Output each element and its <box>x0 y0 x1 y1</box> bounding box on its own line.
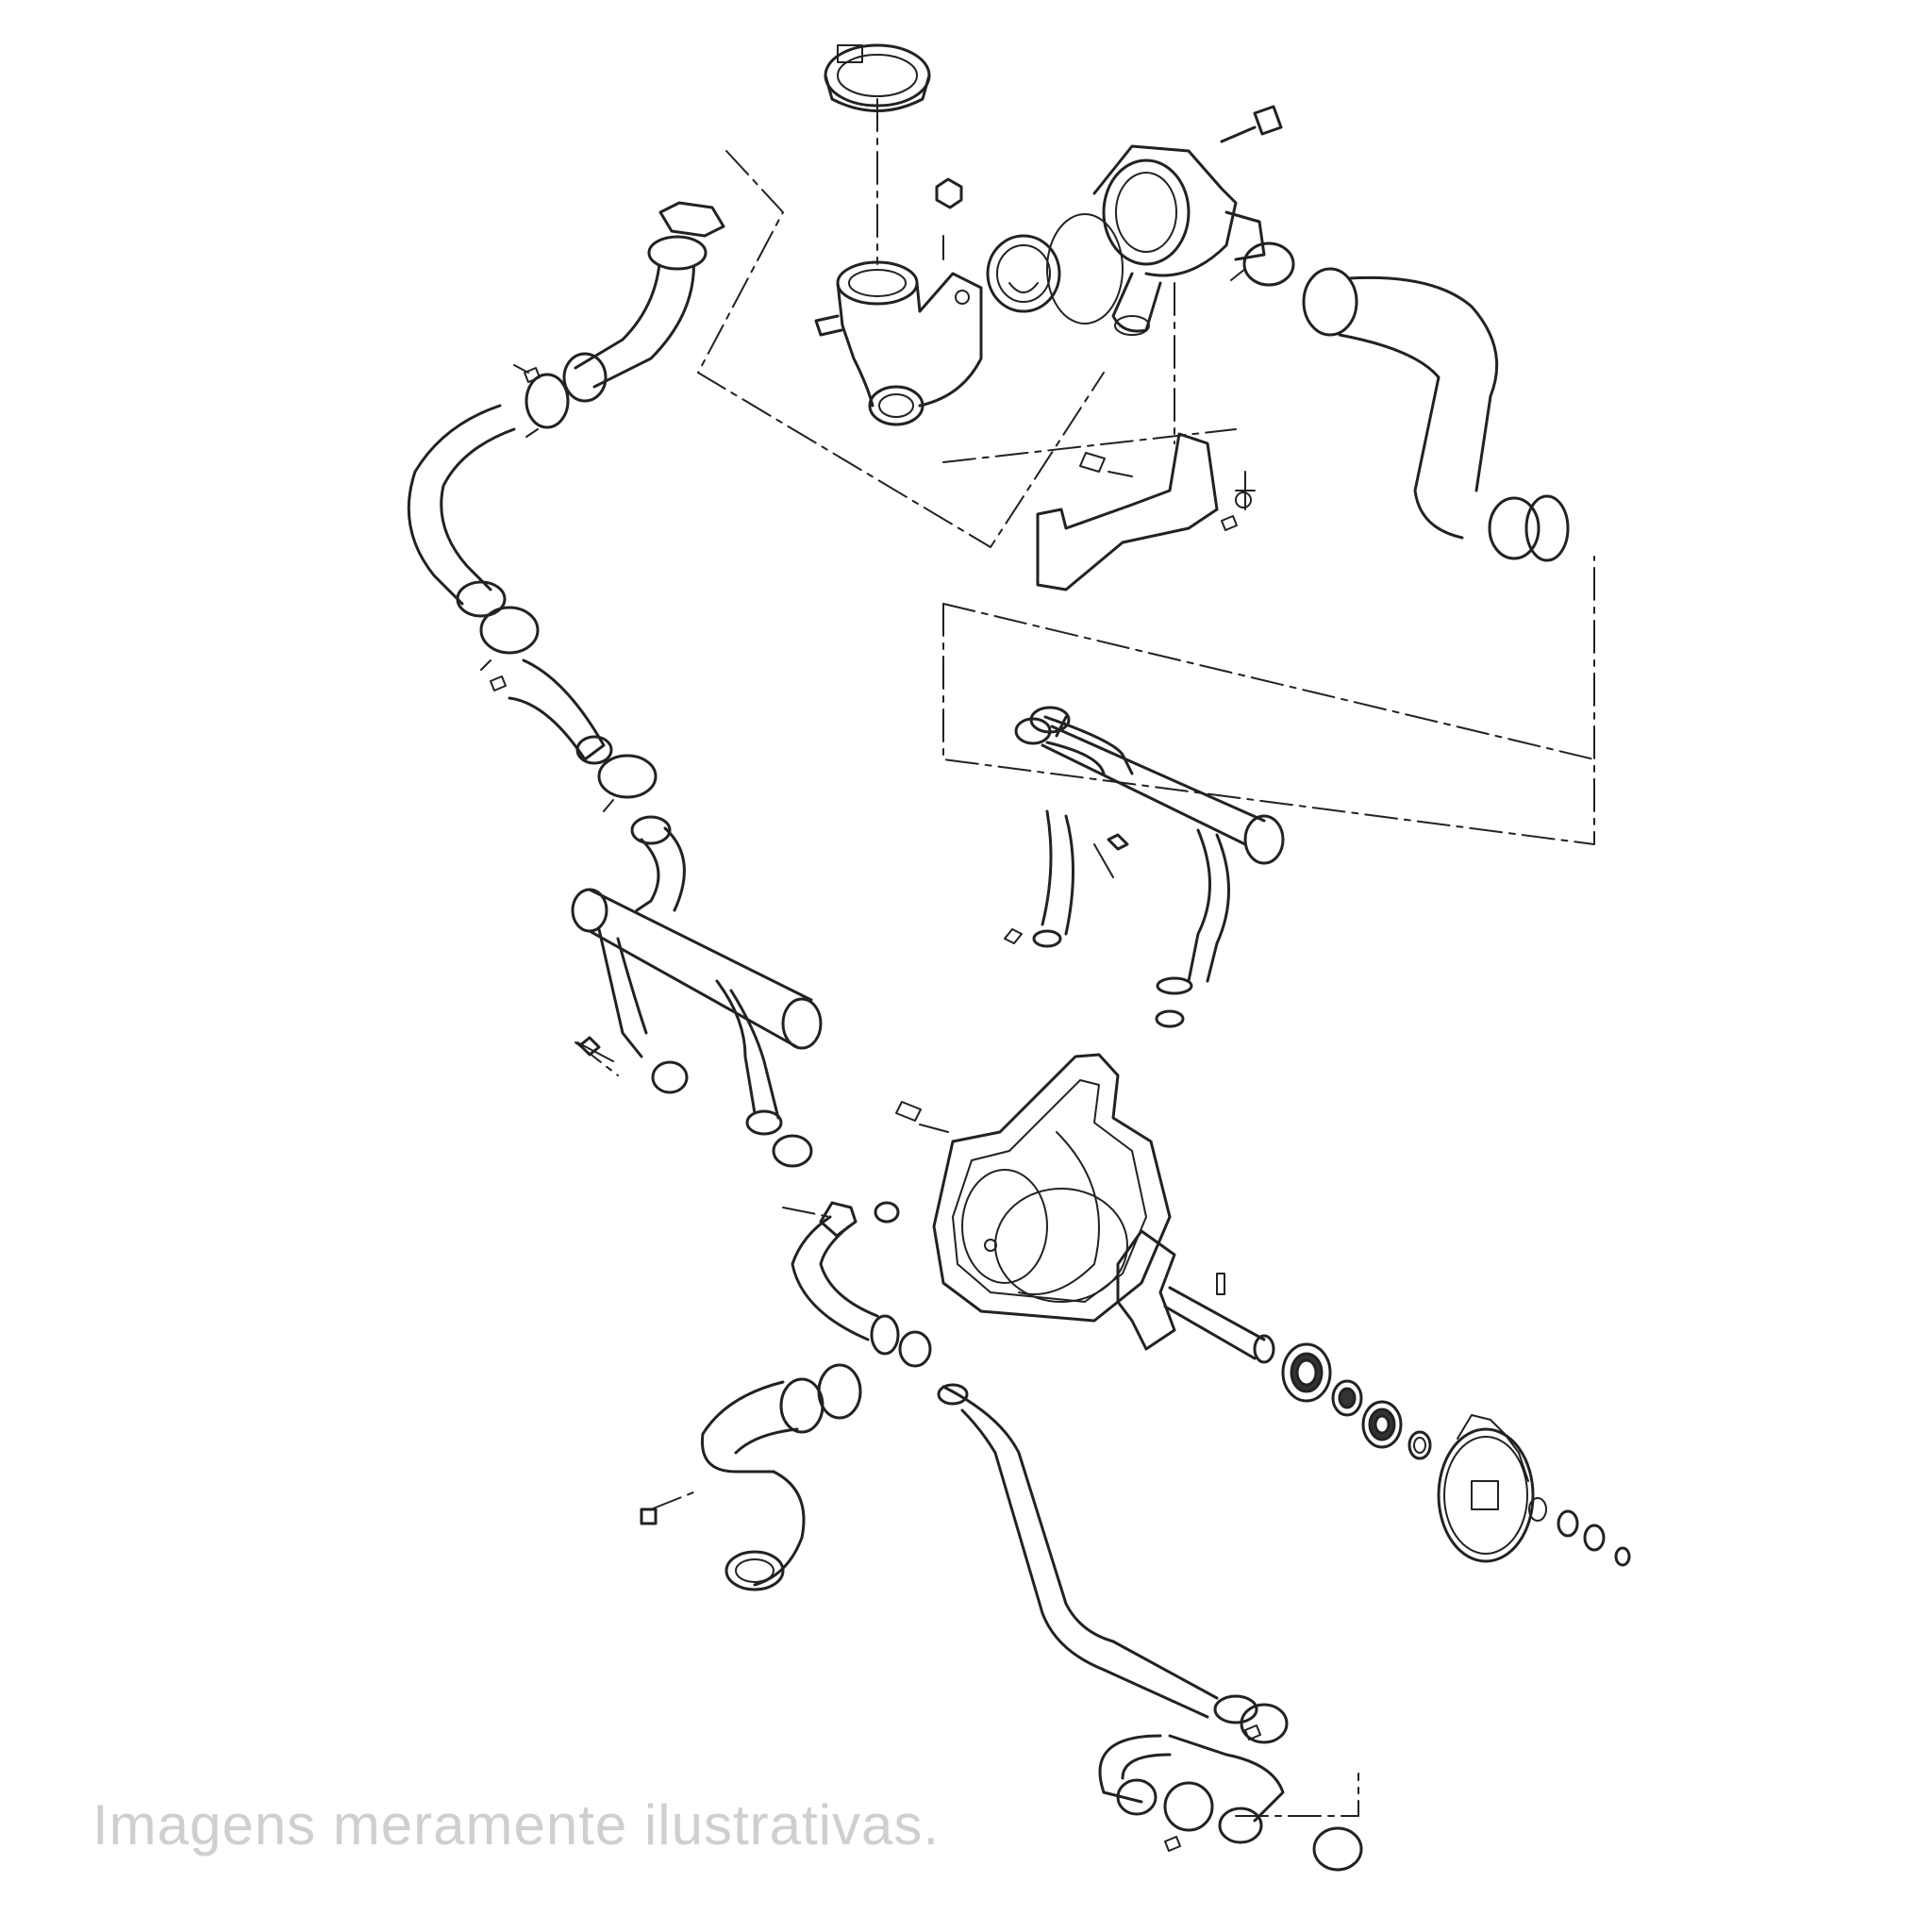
water-pump-cover <box>895 928 1172 1323</box>
thermostat-cover <box>1092 105 1283 336</box>
hex-nut-icon <box>935 177 963 209</box>
t-pipe-left <box>571 815 823 1168</box>
filler-neck-housing <box>814 177 983 426</box>
impeller-shaft <box>1116 1229 1275 1364</box>
hose-top-right <box>1230 242 1570 562</box>
hose-lower-long <box>937 1383 1289 1744</box>
hose-bottom <box>1098 1734 1363 1872</box>
thermostat <box>986 213 1124 325</box>
hose-clamps <box>490 367 1261 1852</box>
pump-drive-gear <box>1437 1414 1631 1567</box>
radiator-cap <box>824 43 931 112</box>
hose-upper-left <box>407 201 725 812</box>
seals-bearings <box>1281 1342 1432 1460</box>
leader-lines <box>575 98 1595 1817</box>
illustrative-caption: Imagens meramente ilustrativas. <box>92 1793 941 1857</box>
t-pipe-right <box>1014 706 1285 1028</box>
mounting-bracket <box>1036 432 1256 591</box>
lower-fittings <box>640 1201 932 1591</box>
